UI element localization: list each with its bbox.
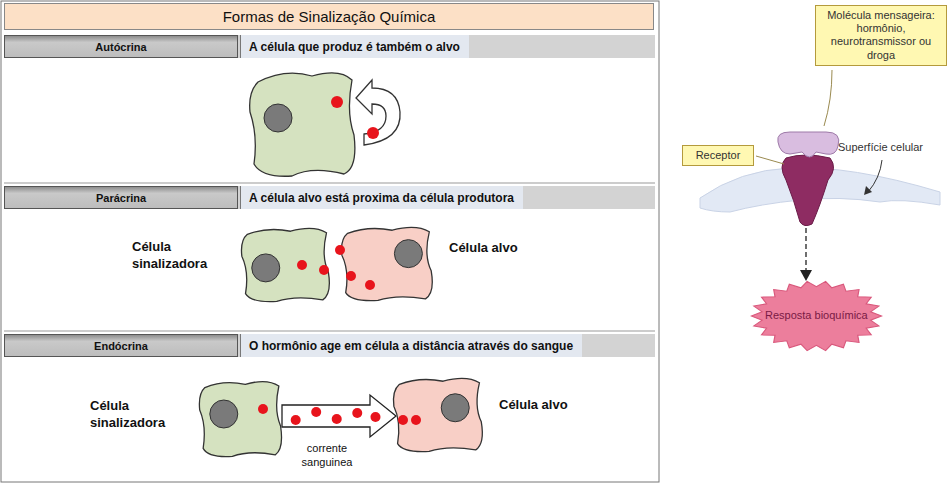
panel-frame	[1, 1, 659, 482]
nucleus	[441, 394, 469, 422]
description-box: O hormônio age em célula a distância atr…	[240, 334, 582, 357]
cell: Célula alvo	[392, 375, 485, 453]
cell-label: Célula alvo	[449, 240, 541, 257]
cell-membrane	[342, 227, 433, 300]
node-text: O hormônio age em célula a distância atr…	[249, 339, 573, 353]
signal-dot	[332, 414, 342, 424]
node-text: Resposta bioquímica	[765, 309, 868, 322]
signal-dot	[331, 96, 343, 108]
signal-dot	[352, 408, 362, 418]
section-bar: Parácrina	[4, 186, 238, 209]
node-text: Molécula mensageira: hormônio, neurotran…	[820, 9, 942, 62]
row-band	[238, 35, 655, 58]
response-burst: Resposta bioquímica	[750, 280, 883, 352]
cell-outline	[340, 224, 435, 302]
nucleus	[210, 400, 238, 428]
node-text: Receptor	[687, 149, 749, 162]
section-bar: Endócrina	[4, 334, 238, 357]
blood-flow-arrow	[282, 395, 396, 437]
leader-arrowhead	[864, 186, 872, 195]
surface-label: Superfície celular	[838, 141, 923, 153]
row-divider	[4, 183, 655, 184]
row-band	[238, 334, 655, 357]
cell-outline	[392, 375, 485, 453]
row-band	[238, 186, 655, 209]
cell-membrane	[393, 378, 482, 451]
nucleus	[394, 240, 422, 268]
row-divider	[4, 331, 655, 332]
description-box: A célula que produz é também o alvo	[240, 35, 469, 58]
callout-box: Receptor	[682, 145, 754, 166]
node-text: A célula que produz é também o alvo	[249, 40, 460, 54]
cell-outline	[198, 378, 284, 458]
cell-label: Célula sinalizadora	[132, 239, 224, 273]
leader-line	[756, 156, 784, 164]
edge-label: corrente sanguinea	[293, 441, 361, 470]
section-name: Parácrina	[96, 192, 146, 204]
dashed-arrow	[805, 228, 806, 272]
burst-shape	[751, 281, 881, 350]
section-bar: Autócrina	[4, 35, 238, 58]
receptor-shape	[782, 155, 834, 226]
leader-line	[824, 70, 832, 126]
autocrine-arrow	[356, 80, 400, 145]
cell	[250, 73, 355, 176]
title-text: Formas de Sinalização Química	[223, 8, 436, 25]
section-name: Autócrina	[95, 41, 146, 53]
nucleus	[264, 104, 292, 132]
cell: Célula sinalizadora	[198, 378, 284, 458]
cell: Célula sinalizadora	[240, 225, 332, 303]
cell-label: Célula alvo	[499, 397, 591, 414]
arrow-body	[282, 395, 396, 437]
cell-outline	[240, 225, 332, 303]
callout-box: Molécula mensageira: hormônio, neurotran…	[815, 5, 947, 66]
signal-dot	[291, 415, 301, 425]
leader-line	[868, 160, 882, 192]
cell: Célula alvo	[340, 224, 435, 302]
signal-dot	[311, 407, 321, 417]
arrowhead	[800, 270, 812, 281]
signal-dot	[367, 127, 379, 139]
cell-membrane	[241, 228, 329, 301]
section-name: Endócrina	[94, 340, 148, 352]
description-box: A célula alvo está proxima da célula pro…	[240, 186, 523, 209]
messenger-molecule	[778, 132, 839, 157]
title-band: Formas de Sinalização Química	[4, 3, 654, 30]
node-text: A célula alvo está proxima da célula pro…	[249, 191, 514, 205]
nucleus	[252, 254, 280, 282]
cell-label: Célula sinalizadora	[90, 398, 182, 432]
cell-membrane	[199, 382, 281, 457]
signal-dot	[370, 412, 380, 422]
